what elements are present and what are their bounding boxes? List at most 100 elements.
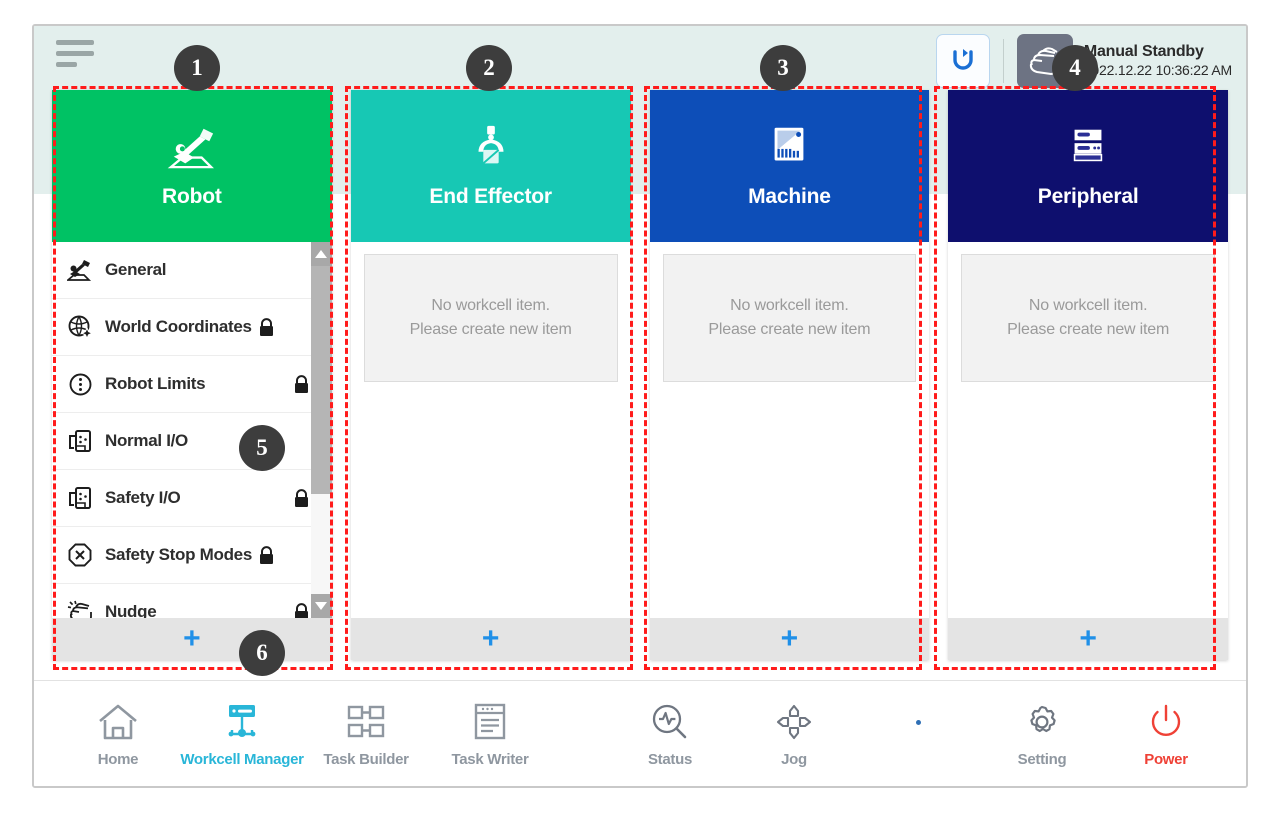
status-text-block: Manual Standby 2022.12.22 10:36:22 AM (1084, 42, 1232, 80)
gear-icon (1021, 699, 1063, 745)
chevron-down-icon (315, 602, 328, 610)
scrollbar-thumb[interactable] (310, 266, 332, 494)
scroll-up-button[interactable] (310, 242, 332, 266)
robot-menu-scrollbar[interactable] (310, 242, 332, 618)
nav-item-label: Task Builder (323, 751, 409, 768)
workcell-manager-screen: Manual Standby 2022.12.22 10:36:22 AM (32, 24, 1248, 788)
plus-icon: + (481, 622, 500, 655)
nav-item-status[interactable]: Status (608, 699, 732, 768)
annotation-badge-5: 5 (239, 425, 285, 471)
nav-item-label: Setting (1017, 751, 1067, 768)
nav-right-group: Status Jog (608, 699, 1228, 768)
empty-line-2: Please create new item (708, 321, 871, 338)
nav-item-label: Workcell Manager (180, 751, 304, 768)
recover-robot-icon[interactable] (935, 34, 990, 88)
nav-item-task-writer[interactable]: Task Writer (428, 699, 552, 768)
empty-line-1: No workcell item. (431, 297, 550, 314)
robot-arm-icon (167, 128, 214, 169)
robot-menu-list[interactable]: General World Coordinates (52, 242, 332, 618)
menu-item-label: Robot Limits (105, 374, 206, 393)
annotation-badge-4: 4 (1052, 45, 1098, 91)
add-peripheral-item-button[interactable]: + (948, 618, 1228, 660)
home-icon (97, 699, 139, 745)
nav-item-workcell-manager[interactable]: Workcell Manager (180, 699, 304, 768)
machine-body: No workcell item. Please create new item (649, 242, 930, 618)
dot-icon (915, 720, 921, 725)
nav-item-label: Status (647, 751, 693, 768)
empty-line-2: Please create new item (409, 321, 572, 338)
menu-item-world-coordinates[interactable]: World Coordinates (52, 299, 332, 356)
power-icon (1145, 699, 1187, 745)
status-scope-icon (649, 699, 691, 745)
annotation-badge-6: 6 (239, 630, 285, 676)
menu-item-safety-io[interactable]: Safety I/O (52, 470, 332, 527)
nav-item-label: Home (97, 751, 139, 768)
menu-item-label: Safety Stop Modes (105, 545, 252, 564)
nav-item-setting[interactable]: Setting (980, 699, 1104, 768)
add-machine-item-button[interactable]: + (649, 618, 930, 660)
bottom-navigation-bar: Home Workcell Manager (34, 680, 1246, 786)
menu-item-normal-io[interactable]: Normal I/O (52, 413, 332, 470)
world-coordinates-icon (66, 313, 94, 341)
menu-item-label: Nudge (105, 602, 157, 618)
empty-state-end-effector: No workcell item. Please create new item (363, 254, 618, 382)
annotation-badge-3: 3 (760, 45, 806, 91)
menu-item-robot-limits[interactable]: Robot Limits (52, 356, 332, 413)
recover-glyph (953, 49, 973, 70)
nav-separator-dot (856, 699, 980, 768)
add-end-effector-item-button[interactable]: + (350, 618, 631, 660)
menu-item-general[interactable]: General (52, 242, 332, 299)
hamburger-line (56, 40, 94, 45)
workcell-column-machine: Machine No workcell item. Please create … (649, 90, 930, 660)
safety-io-icon (66, 484, 94, 512)
scroll-down-button[interactable] (310, 594, 332, 618)
status-timestamp: 2022.12.22 10:36:22 AM (1083, 62, 1232, 79)
menu-item-safety-stop-modes[interactable]: Safety Stop Modes (52, 527, 332, 584)
empty-line-1: No workcell item. (730, 297, 849, 314)
nav-item-power[interactable]: Power (1104, 699, 1228, 768)
empty-line-2: Please create new item (1007, 321, 1170, 338)
add-robot-item-button[interactable]: + (52, 618, 332, 660)
nav-item-home[interactable]: Home (56, 699, 180, 768)
column-header-robot[interactable]: Robot (52, 90, 332, 242)
annotation-badge-1: 1 (174, 45, 220, 91)
nav-item-task-builder[interactable]: Task Builder (304, 699, 428, 768)
column-title: End Effector (429, 185, 552, 208)
status-title: Manual Standby (1083, 43, 1204, 61)
robot-limits-icon (66, 370, 94, 398)
nav-item-label: Power (1144, 751, 1188, 768)
column-title: Robot (162, 185, 222, 208)
gripper-icon (478, 125, 504, 165)
hamburger-line (56, 51, 94, 56)
column-title: Machine (748, 185, 831, 208)
nav-item-jog[interactable]: Jog (732, 699, 856, 768)
nav-item-label: Task Writer (451, 751, 529, 768)
empty-state-machine: No workcell item. Please create new item (662, 254, 917, 382)
column-title: Peripheral (1037, 185, 1139, 208)
end-effector-body: No workcell item. Please create new item (350, 242, 631, 618)
column-header-end-effector[interactable]: End Effector (350, 90, 631, 242)
nav-left-group: Home Workcell Manager (56, 699, 552, 768)
nav-item-label: Jog (781, 751, 807, 768)
column-header-peripheral[interactable]: Peripheral (948, 90, 1228, 242)
menu-item-label: General (105, 260, 167, 279)
normal-io-icon (66, 427, 94, 455)
plus-icon: + (1079, 622, 1097, 655)
annotation-badge-2: 2 (466, 45, 512, 91)
menu-item-nudge[interactable]: Nudge (52, 584, 332, 618)
nudge-hand-icon (66, 598, 94, 618)
task-builder-icon (345, 699, 387, 745)
workcell-column-end-effector: End Effector No workcell item. Please cr… (350, 90, 631, 660)
plus-icon: + (780, 622, 799, 655)
menu-item-label: World Coordinates (105, 317, 252, 336)
menu-item-label: Normal I/O (105, 431, 188, 450)
column-header-machine[interactable]: Machine (649, 90, 930, 242)
menu-item-label: Safety I/O (105, 488, 181, 507)
hamburger-line (56, 62, 77, 67)
lock-icon (259, 545, 273, 564)
workcell-columns: Robot (34, 90, 1246, 660)
empty-line-1: No workcell item. (1028, 297, 1148, 314)
hamburger-menu-icon[interactable] (56, 36, 100, 72)
lock-icon (294, 488, 308, 507)
safety-stop-modes-icon (66, 541, 94, 569)
